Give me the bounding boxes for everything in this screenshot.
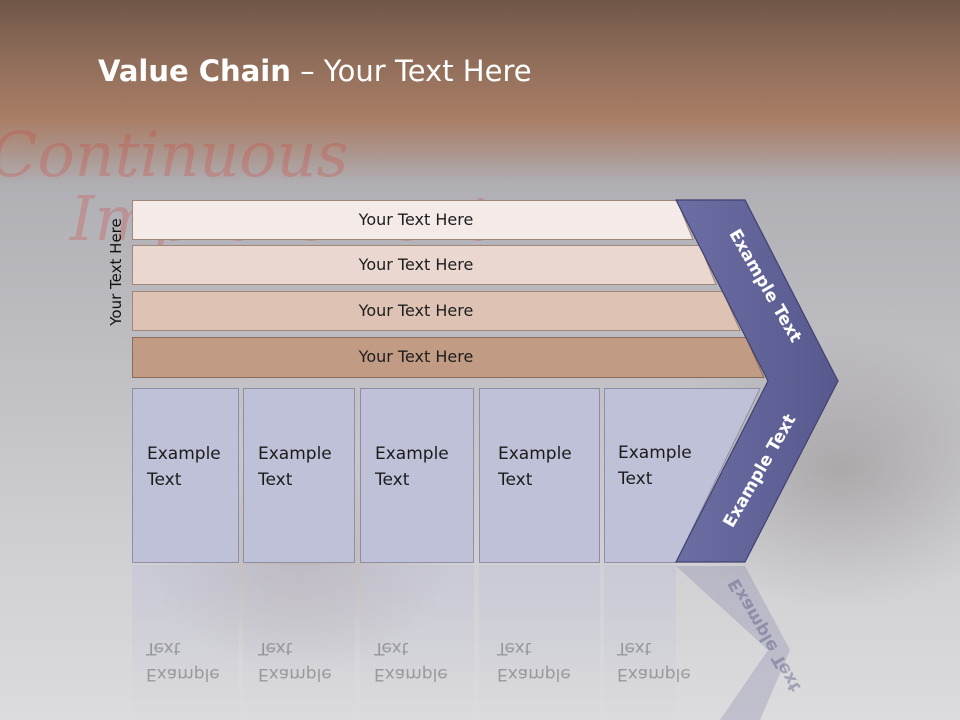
cell-1-line1: Example	[147, 444, 221, 464]
cell-5-line2: Text	[618, 469, 653, 489]
reflection-cell-5	[604, 565, 676, 720]
bar-1-label: Your Text Here	[358, 210, 474, 229]
cell-2-line1: Example	[258, 444, 332, 464]
bar-2-label: Your Text Here	[358, 255, 474, 274]
bar-4-label: Your Text Here	[358, 347, 474, 366]
reflection-chevron-label: Example Text	[724, 574, 806, 696]
bar-2: Your Text Here	[132, 245, 717, 285]
reflection-cell-4	[479, 565, 600, 720]
cell-1-line2: Text	[147, 470, 182, 490]
reflection-cell-1	[132, 565, 239, 720]
cell-4-line1: Example	[498, 444, 572, 464]
cell-3-line2: Text	[375, 470, 410, 490]
cell-2-line2: Text	[258, 470, 293, 490]
bar-3-label: Your Text Here	[358, 301, 474, 320]
cell-4-line2: Text	[498, 470, 533, 490]
reflection-cell-3	[360, 565, 474, 720]
bar-4: Your Text Here	[132, 337, 765, 378]
title-rest: – Your Text Here	[290, 54, 532, 88]
example-cell-5: Example Text	[618, 440, 692, 492]
cell-3-line1: Example	[375, 444, 449, 464]
bar-3: Your Text Here	[132, 291, 741, 331]
bar-1: Your Text Here	[132, 200, 694, 240]
cell-5-line1: Example	[618, 443, 692, 463]
reflection-cell-2	[243, 565, 355, 720]
title-bold: Value Chain	[98, 54, 291, 88]
header-band	[0, 0, 960, 185]
background-word-continuous: Continuous	[0, 118, 349, 191]
slide-title: Value Chain – Your Text Here	[98, 54, 532, 88]
